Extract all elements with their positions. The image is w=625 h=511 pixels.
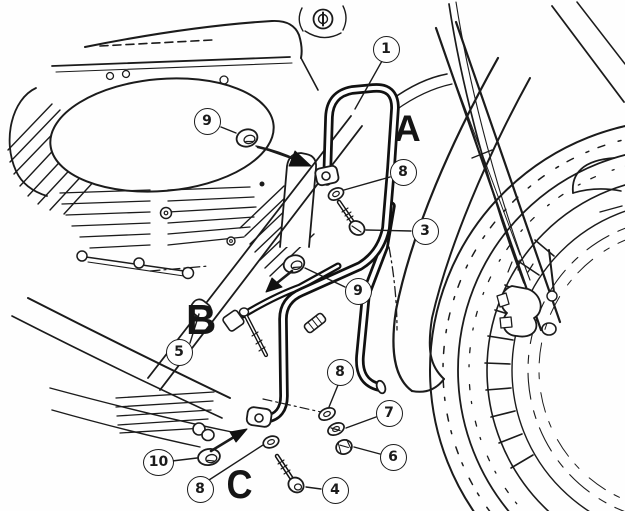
hex-bolt-icon	[336, 199, 366, 236]
front-fender	[392, 56, 500, 393]
hex-nut-icon	[335, 439, 353, 455]
rubber-grommet-icon	[235, 128, 259, 148]
callout-7: 7	[375, 399, 403, 427]
upper-tab-hole	[321, 171, 331, 181]
insertion-arrow-icon	[256, 145, 312, 167]
brake-caliper	[500, 285, 542, 338]
callout-8-top: 8	[389, 158, 417, 186]
hex-bolt-icon	[274, 453, 305, 494]
callout-3: 3	[411, 217, 439, 245]
lower-frame-curves	[11, 297, 233, 448]
callout-5: 5	[165, 338, 193, 366]
washer-icon	[318, 407, 336, 421]
section-label-c: C	[226, 463, 253, 507]
callout-8-bottom: 8	[186, 475, 214, 503]
callout-10: 10	[143, 448, 174, 476]
front-end-drawing	[388, 1, 625, 511]
spring-washer-icon	[327, 422, 345, 436]
insertion-arrow-icon	[265, 269, 294, 293]
callout-8-mid: 8	[326, 358, 354, 386]
cooling-fins-bottom	[115, 391, 215, 434]
engine-drawing	[7, 69, 317, 448]
engine-cover-oval	[49, 77, 275, 193]
linkage-rod	[76, 250, 195, 280]
callout-6: 6	[379, 443, 407, 471]
crash-bar	[245, 83, 400, 428]
rubber-grommet-icon	[282, 254, 306, 274]
insertion-arrows	[209, 145, 312, 453]
washer-icon	[262, 435, 280, 449]
seat-and-frame-lines	[51, 19, 319, 91]
front-wheel	[429, 125, 625, 511]
brake-cable	[448, 3, 525, 284]
cooling-fins-center	[59, 186, 257, 249]
callout-4: 4	[321, 476, 349, 504]
insertion-arrow-icon	[209, 428, 248, 453]
bolt-top-view-icon	[298, 5, 347, 39]
rubber-grommet-icon	[197, 447, 221, 467]
section-label-b: B	[186, 296, 217, 343]
washer-icon	[327, 187, 345, 201]
callout-9-mid: 9	[344, 277, 372, 305]
knurled-spacer	[303, 312, 327, 334]
lower-tab-hole	[254, 413, 264, 423]
engine-hanger-arm	[279, 152, 317, 248]
section-label-a: A	[394, 108, 421, 149]
bracket-b	[190, 262, 342, 358]
frame-clamp-icon	[190, 298, 212, 320]
hardware-parts	[197, 5, 366, 494]
callout-9-top: 9	[193, 107, 221, 135]
callout-1: 1	[372, 35, 400, 63]
